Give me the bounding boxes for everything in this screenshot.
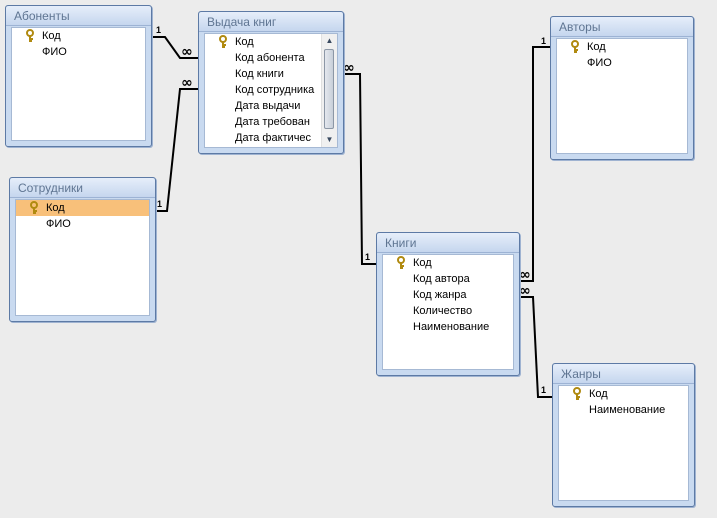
field-row[interactable]: Код книги — [205, 66, 321, 82]
field-row[interactable]: Код — [383, 255, 513, 271]
field-row[interactable]: Код автора — [383, 271, 513, 287]
rel-many-label: ∞ — [343, 60, 355, 76]
table-avtory[interactable]: Авторы Код ФИО — [550, 16, 694, 160]
field-list: Код Код автора Код жанра Количество Наим… — [382, 254, 514, 370]
relationship-line-knigi-zhanry[interactable] — [518, 296, 552, 398]
field-row[interactable]: Дата выдачи — [205, 98, 321, 114]
field-label: Код — [42, 30, 61, 42]
rel-one-label: 1 — [541, 385, 546, 395]
relationship-line-knigi-avtory[interactable] — [518, 46, 550, 282]
field-row[interactable]: Наименование — [559, 402, 688, 418]
field-list: Код ФИО — [15, 199, 150, 316]
table-title[interactable]: Сотрудники — [10, 178, 155, 198]
rel-one-label: 1 — [365, 252, 370, 262]
field-label: Код — [587, 41, 606, 53]
field-label: Код — [235, 36, 254, 48]
rel-many-label: ∞ — [519, 267, 531, 283]
field-row[interactable]: Код сотрудника — [205, 82, 321, 98]
field-label: Дата требован — [235, 116, 310, 128]
field-row[interactable]: Код жанра — [383, 287, 513, 303]
field-row[interactable]: Код — [559, 386, 688, 402]
key-icon — [30, 201, 38, 214]
field-row[interactable]: Код — [12, 28, 145, 44]
field-row[interactable]: ФИО — [12, 44, 145, 60]
relationship-line-abonenty-vydacha[interactable] — [150, 36, 198, 59]
rel-many-label: ∞ — [519, 283, 531, 299]
field-label: Код — [413, 257, 432, 269]
field-label: ФИО — [587, 57, 612, 69]
field-row[interactable]: ФИО — [557, 55, 687, 71]
field-label: Код автора — [413, 273, 470, 285]
rel-one-label: 1 — [156, 25, 161, 35]
key-icon — [26, 29, 34, 42]
field-row[interactable]: Код абонента — [205, 50, 321, 66]
field-label: Код жанра — [413, 289, 467, 301]
field-row[interactable]: ФИО — [16, 216, 149, 232]
rel-many-label: ∞ — [181, 75, 193, 91]
field-list: Код Код абонента Код книги Код сотрудник… — [204, 33, 338, 148]
field-list: Код Наименование — [558, 385, 689, 501]
table-title[interactable]: Авторы — [551, 17, 693, 37]
field-label: ФИО — [42, 46, 67, 58]
field-list: Код ФИО — [556, 38, 688, 154]
field-row[interactable]: Дата фактичес — [205, 130, 321, 146]
field-row[interactable]: Дата требован — [205, 114, 321, 130]
key-icon — [573, 387, 581, 400]
field-label: Наименование — [589, 404, 666, 416]
field-label: Код книги — [235, 68, 284, 80]
key-icon — [397, 256, 405, 269]
relationship-line-sotrudniki-vydacha[interactable] — [154, 88, 198, 212]
scroll-thumb[interactable] — [324, 49, 334, 129]
table-title[interactable]: Жанры — [553, 364, 694, 384]
field-label: Код — [46, 202, 65, 214]
field-row[interactable]: Количество — [383, 303, 513, 319]
field-list: Код ФИО — [11, 27, 146, 141]
table-title[interactable]: Выдача книг — [199, 12, 343, 32]
table-title[interactable]: Книги — [377, 233, 519, 253]
table-title[interactable]: Абоненты — [6, 6, 151, 26]
field-label: Наименование — [413, 321, 490, 333]
scroll-up-arrow-icon[interactable]: ▲ — [325, 36, 334, 45]
field-row[interactable]: Код — [557, 39, 687, 55]
field-label: Дата выдачи — [235, 100, 301, 112]
scroll-down-arrow-icon[interactable]: ▼ — [325, 135, 334, 144]
relationship-line-vydacha-knigi[interactable] — [342, 73, 376, 265]
field-label: Код сотрудника — [235, 84, 315, 96]
table-zhanry[interactable]: Жанры Код Наименование — [552, 363, 695, 507]
vertical-scrollbar[interactable]: ▲ ▼ — [321, 34, 337, 147]
table-abonenty[interactable]: Абоненты Код ФИО — [5, 5, 152, 147]
field-row[interactable]: Наименование — [383, 319, 513, 335]
rel-one-label: 1 — [541, 36, 546, 46]
field-label: Количество — [413, 305, 473, 317]
field-row[interactable]: Код — [205, 34, 321, 50]
rel-one-label: 1 — [157, 199, 162, 209]
rel-many-label: ∞ — [181, 44, 193, 60]
field-label: Код абонента — [235, 52, 305, 64]
field-row-selected[interactable]: Код — [16, 200, 149, 216]
field-label: Код — [589, 388, 608, 400]
field-label: ФИО — [46, 218, 71, 230]
table-knigi[interactable]: Книги Код Код автора Код жанра Количеств… — [376, 232, 520, 376]
field-label: Дата фактичес — [235, 132, 312, 144]
table-vydacha-knig[interactable]: Выдача книг Код Код абонента Код книги К… — [198, 11, 344, 154]
key-icon — [219, 35, 227, 48]
key-icon — [571, 40, 579, 53]
table-sotrudniki[interactable]: Сотрудники Код ФИО — [9, 177, 156, 322]
